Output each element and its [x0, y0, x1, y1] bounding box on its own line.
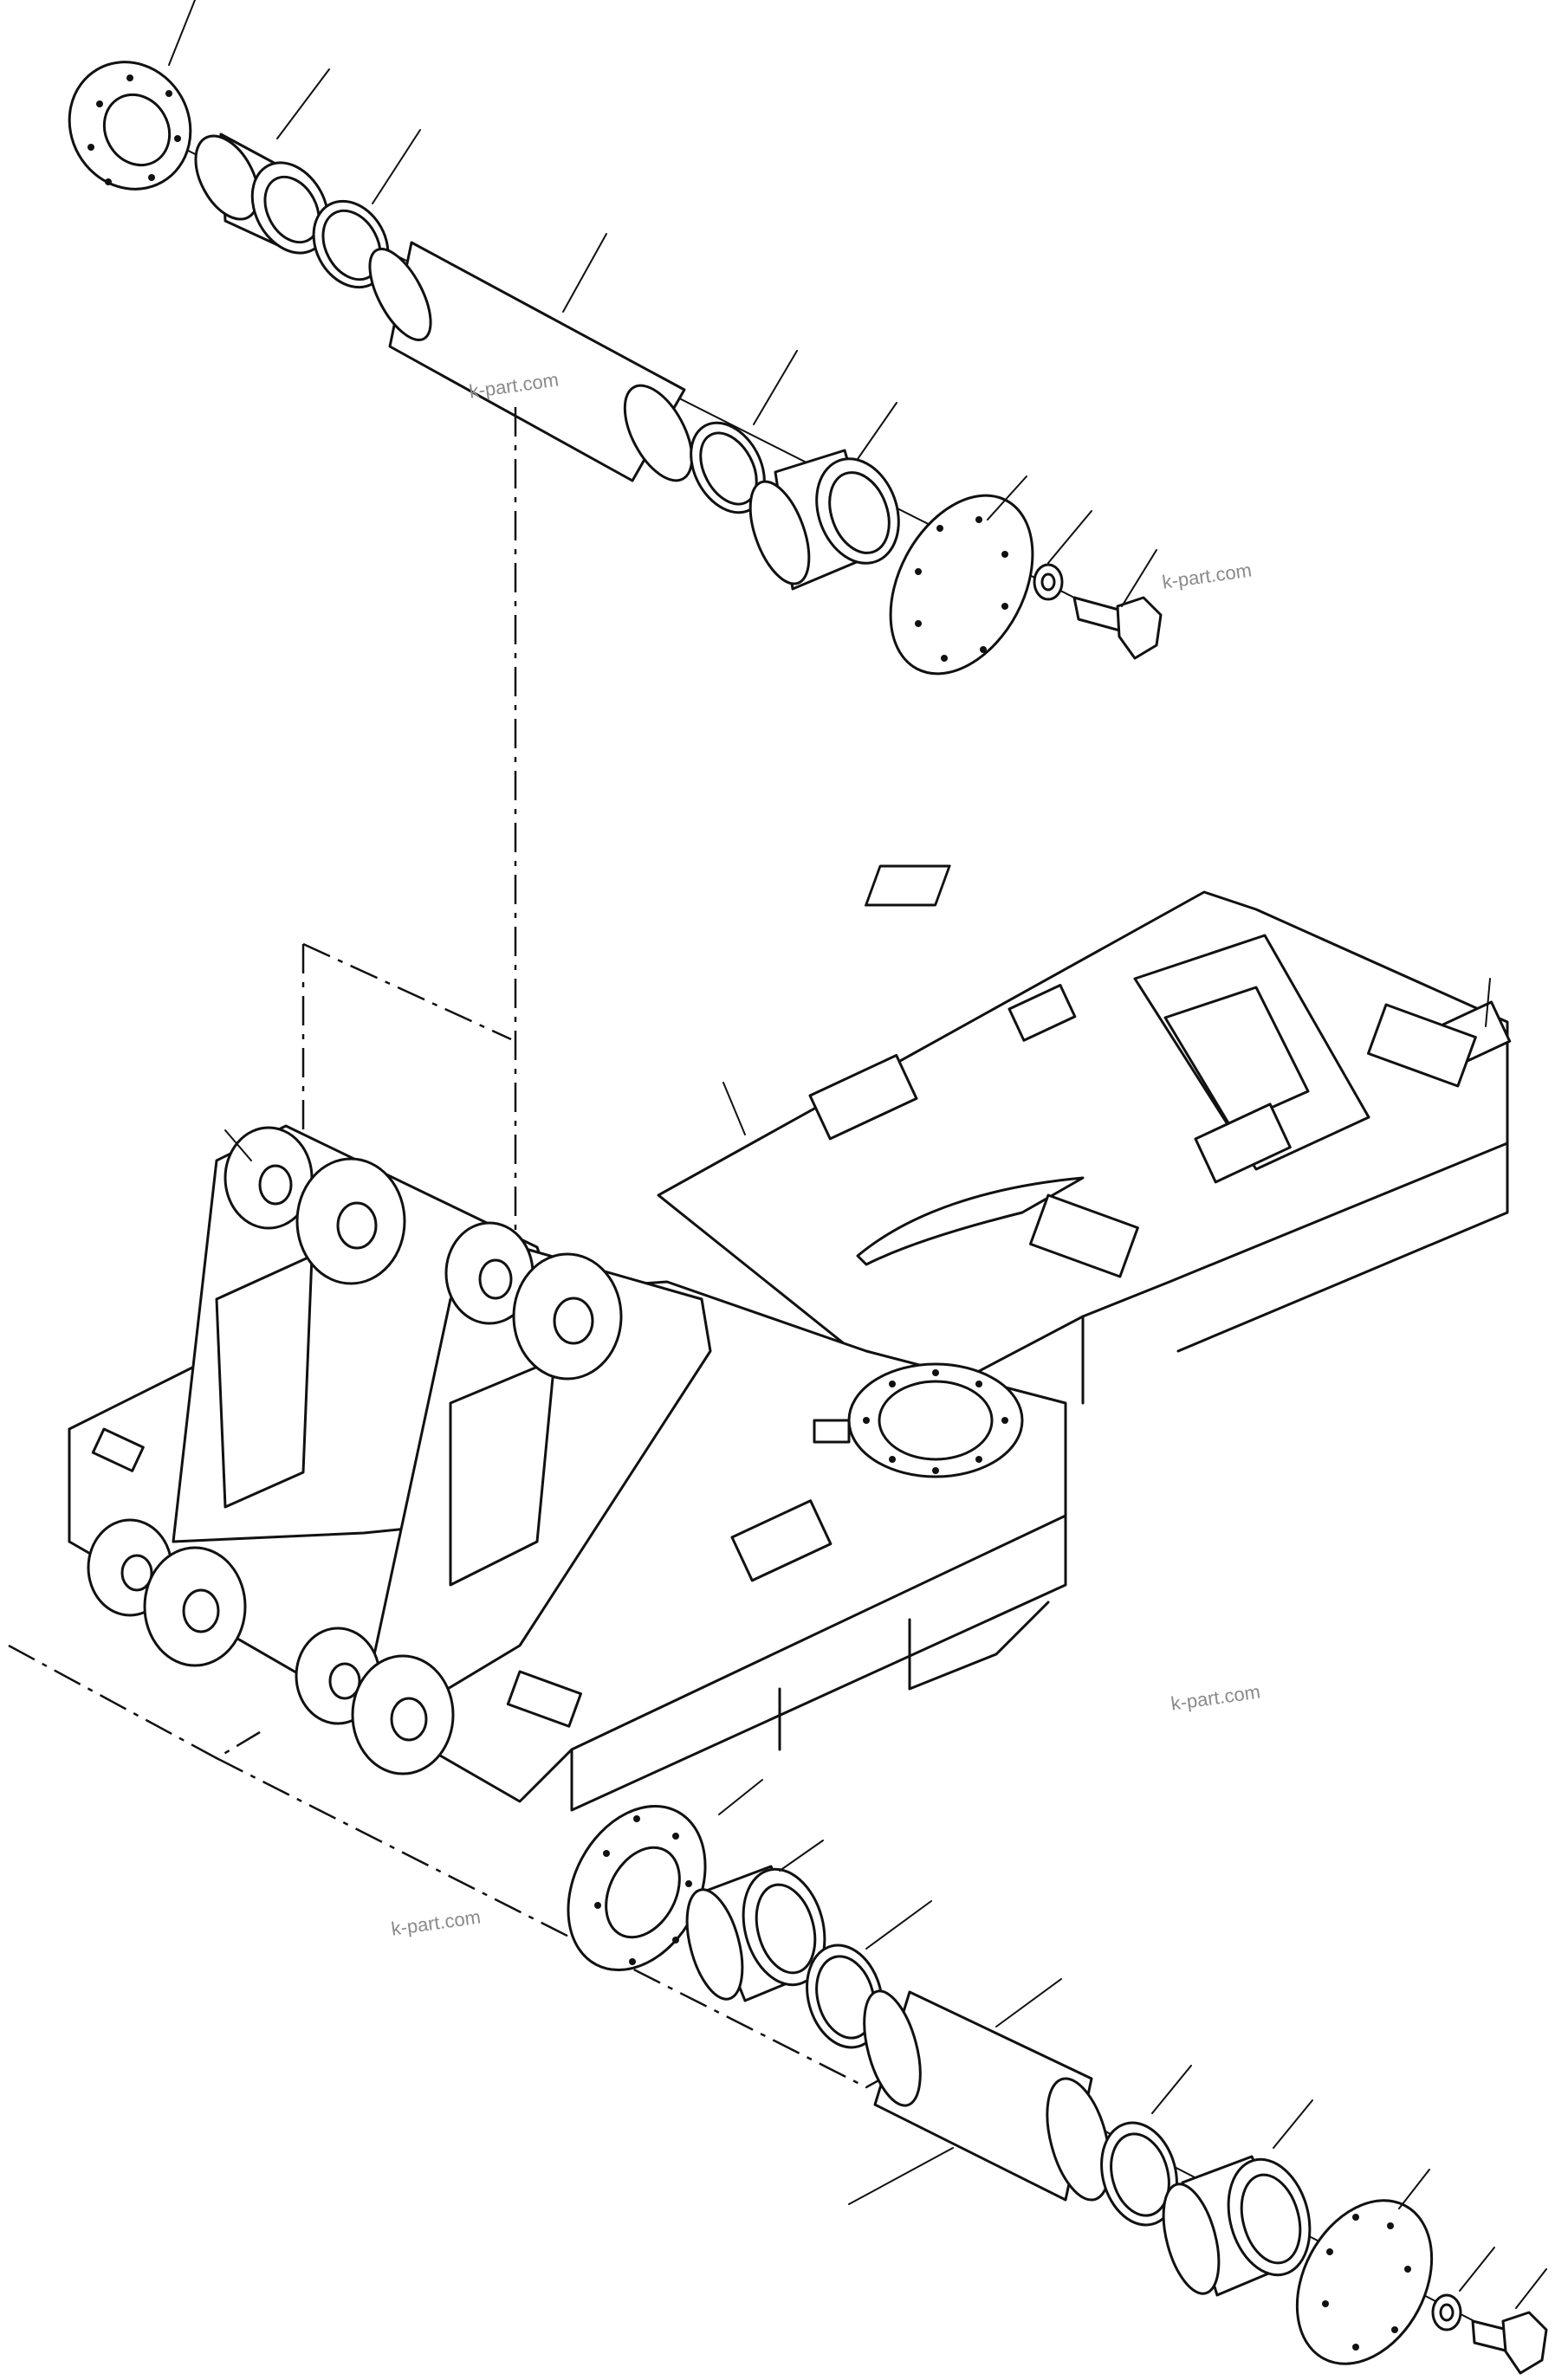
- lower-washer: [1431, 2293, 1462, 2331]
- frame-leader-b: [1485, 978, 1491, 1027]
- upper-cover-plate: [889, 494, 1034, 676]
- lower-flange-plate: [567, 1804, 707, 1972]
- upper-washer: [1033, 563, 1064, 601]
- lower-bolt: [1471, 2311, 1548, 2375]
- upper-bushing-b: [748, 449, 900, 591]
- lower-leader-lines: [718, 1779, 1547, 2309]
- lower-cover-plate: [1295, 2199, 1434, 2365]
- upper-pin-assembly: [68, 0, 1163, 676]
- frame-leader-a: [722, 1082, 746, 1135]
- upper-leader-lines: [168, 0, 1157, 607]
- frame-leader-c: [224, 1129, 252, 1161]
- boom-mount-brackets: [87, 1124, 712, 1775]
- upper-bolt: [1072, 596, 1163, 660]
- main-frame: [68, 864, 1512, 1812]
- upper-bushing: [194, 133, 330, 255]
- swing-circle-ring: [847, 1362, 1024, 1478]
- lower-bushing: [685, 1865, 826, 2002]
- lower-pin: [863, 1989, 1111, 2202]
- lower-seal-ring-b: [1100, 2121, 1178, 2227]
- upper-pin: [368, 241, 694, 482]
- lower-bushing-b: [1162, 2155, 1312, 2297]
- upper-flange-plate: [68, 61, 192, 191]
- lower-pin-assembly: [567, 1779, 1548, 2375]
